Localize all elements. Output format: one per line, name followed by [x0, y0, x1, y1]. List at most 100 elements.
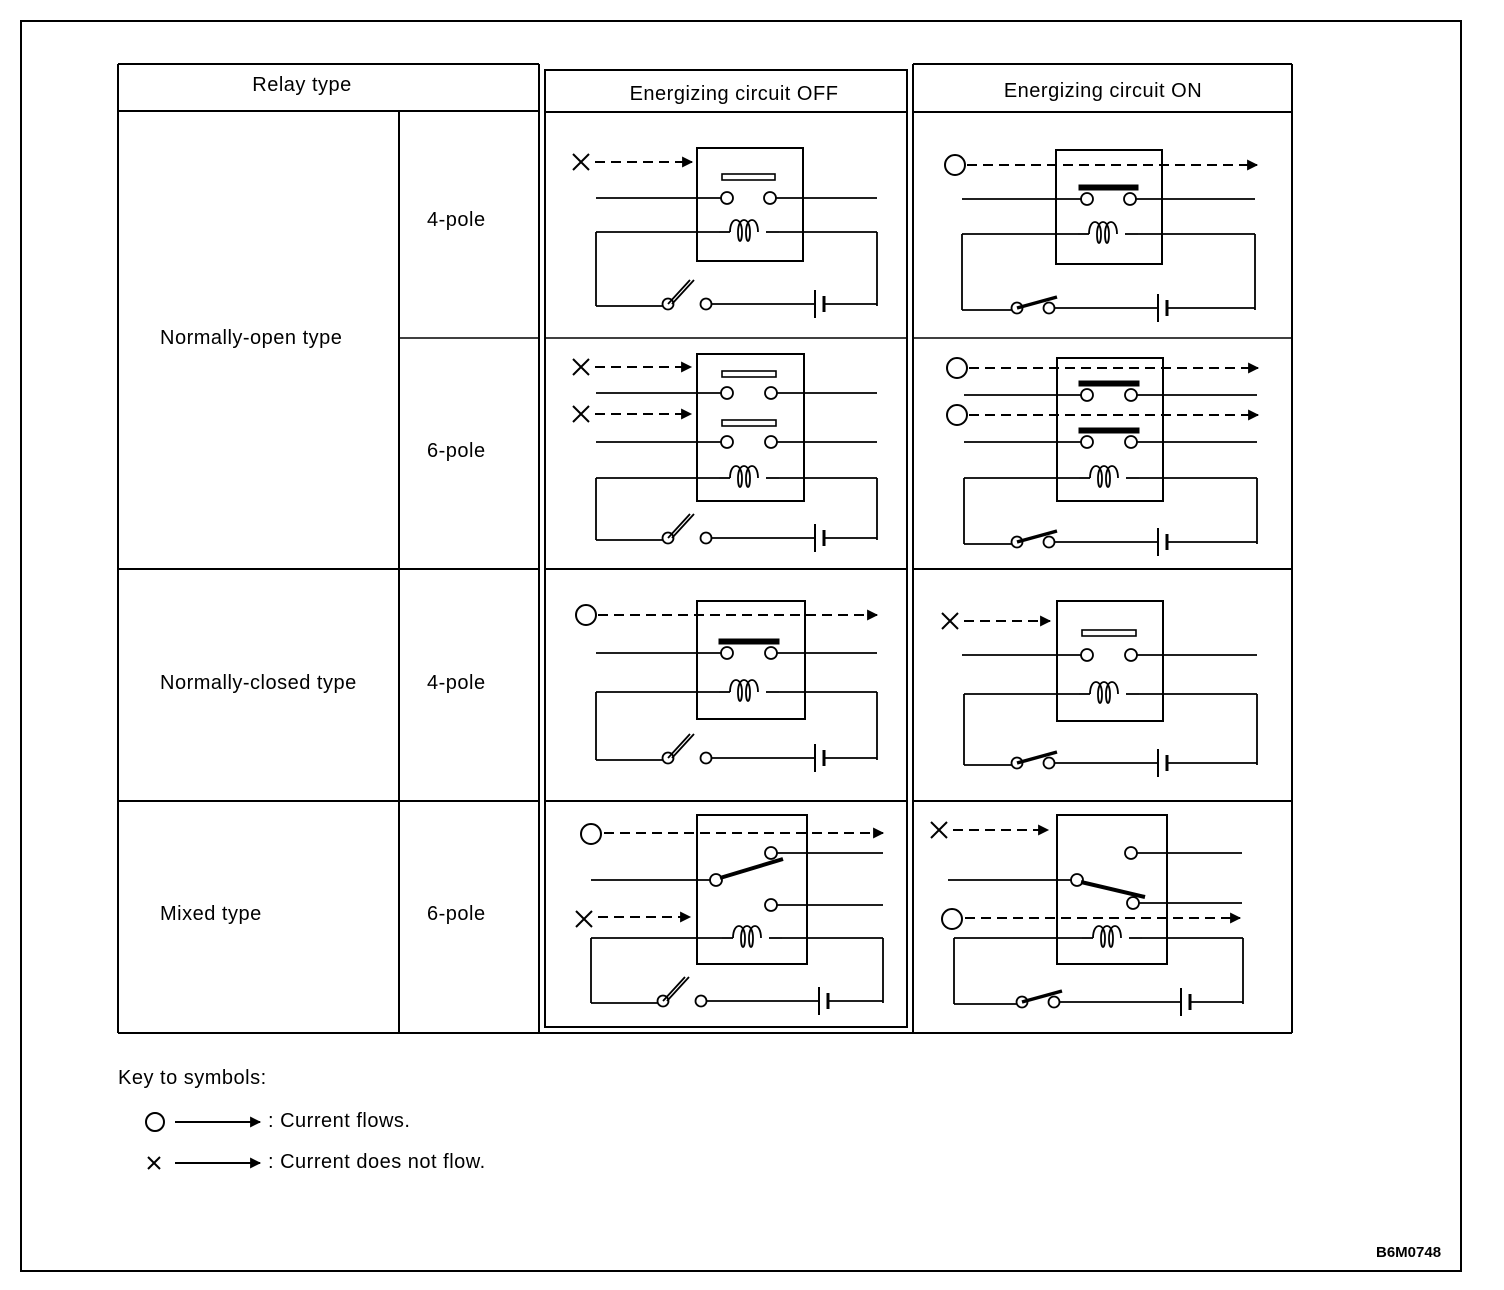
terminal	[1123, 192, 1137, 206]
circle-symbol	[575, 604, 597, 626]
terminal	[764, 386, 778, 400]
switch-lever	[666, 976, 690, 1002]
relay-box	[696, 600, 806, 720]
x-symbol	[572, 405, 590, 423]
switch-lever	[1016, 750, 1058, 765]
figure-frame	[20, 20, 1462, 1272]
relay-box	[1056, 357, 1164, 502]
terminal	[720, 435, 734, 449]
header-energizing-off: Energizing circuit OFF	[629, 83, 839, 105]
contact-bar-closed	[1078, 184, 1139, 191]
contact-bar-closed	[718, 638, 780, 645]
coil-symbol	[1088, 221, 1118, 244]
switch-lever	[671, 733, 695, 759]
relay-box	[1056, 600, 1164, 722]
switch-lever	[1016, 295, 1058, 310]
contact-bar-open	[721, 419, 777, 427]
terminal	[1126, 896, 1140, 910]
switch-lever	[1016, 529, 1058, 544]
terminal	[1080, 192, 1094, 206]
coil-symbol	[729, 465, 759, 488]
contact-bar-closed	[1078, 380, 1140, 387]
relay-box	[1056, 814, 1168, 965]
terminal	[764, 435, 778, 449]
row-type-mixed: Mixed type	[160, 903, 262, 925]
row-pole-no-6: 6-pole	[427, 440, 486, 462]
terminal	[764, 898, 778, 912]
switch-lever	[662, 976, 686, 1002]
terminal	[720, 646, 734, 660]
key-symbols	[145, 1112, 262, 1170]
switch-lever	[671, 279, 695, 305]
row-pole-no-4: 4-pole	[427, 209, 486, 231]
relay-diagrams	[572, 147, 1260, 1016]
coil-symbol	[1089, 681, 1119, 704]
contact-bar-open	[1081, 629, 1137, 637]
switch-lever	[671, 513, 695, 539]
coil-symbol	[729, 679, 759, 702]
switch-lever	[667, 279, 691, 305]
circle-symbol	[941, 908, 963, 930]
terminal	[1080, 435, 1094, 449]
contact-bar-open	[721, 173, 776, 181]
x-symbol	[572, 153, 590, 171]
key-flows-text: : Current flows.	[268, 1110, 411, 1132]
circle-symbol	[580, 823, 602, 845]
row-pole-nc-4: 4-pole	[427, 672, 486, 694]
contact-bar-open	[721, 370, 777, 378]
circle-symbol	[944, 154, 966, 176]
header-relay-type: Relay type	[252, 74, 352, 96]
terminal	[1080, 648, 1094, 662]
table-grid	[117, 63, 1293, 1034]
switch-lever	[1021, 989, 1063, 1004]
circle-symbol	[946, 404, 968, 426]
switch-terminal	[699, 297, 713, 311]
header-energizing-on: Energizing circuit ON	[1003, 80, 1203, 102]
terminal	[1080, 388, 1094, 402]
terminal	[1070, 873, 1084, 887]
switch-terminal	[1042, 535, 1056, 549]
key-no-flow-text: : Current does not flow.	[268, 1151, 486, 1173]
terminal	[720, 191, 734, 205]
contact-bar-closed	[1078, 427, 1140, 434]
x-symbol	[930, 821, 948, 839]
switch-terminal	[1042, 301, 1056, 315]
terminal	[720, 386, 734, 400]
relay-box	[696, 353, 805, 502]
row-pole-mixed-6: 6-pole	[427, 903, 486, 925]
x-symbol	[572, 358, 590, 376]
relay-box	[696, 147, 804, 262]
circle-symbol	[145, 1112, 165, 1132]
switch-terminal	[694, 994, 708, 1008]
row-type-normally-open: Normally-open type	[160, 327, 343, 349]
coil-symbol	[1089, 465, 1119, 488]
switch-terminal	[699, 531, 713, 545]
switch-terminal	[699, 751, 713, 765]
terminal	[763, 191, 777, 205]
relay-box	[1055, 149, 1163, 265]
x-symbol	[147, 1156, 161, 1170]
terminal	[1124, 435, 1138, 449]
terminal	[764, 846, 778, 860]
terminal	[709, 873, 723, 887]
contact-blade	[719, 857, 784, 880]
terminal	[764, 646, 778, 660]
x-symbol	[941, 612, 959, 630]
coil-symbol	[1092, 925, 1122, 948]
row-type-normally-closed: Normally-closed type	[160, 672, 357, 694]
key-title: Key to symbols:	[118, 1067, 267, 1089]
terminal	[1124, 846, 1138, 860]
switch-terminal	[1042, 756, 1056, 770]
circle-symbol	[946, 357, 968, 379]
coil-symbol	[732, 925, 762, 948]
terminal	[1124, 388, 1138, 402]
relay-box	[696, 814, 808, 965]
diagram-code: B6M0748	[1376, 1244, 1442, 1261]
contact-blade	[1080, 880, 1146, 899]
coil-symbol	[729, 219, 759, 242]
switch-lever	[667, 513, 691, 539]
switch-lever	[667, 733, 691, 759]
terminal	[1124, 648, 1138, 662]
x-symbol	[575, 910, 593, 928]
